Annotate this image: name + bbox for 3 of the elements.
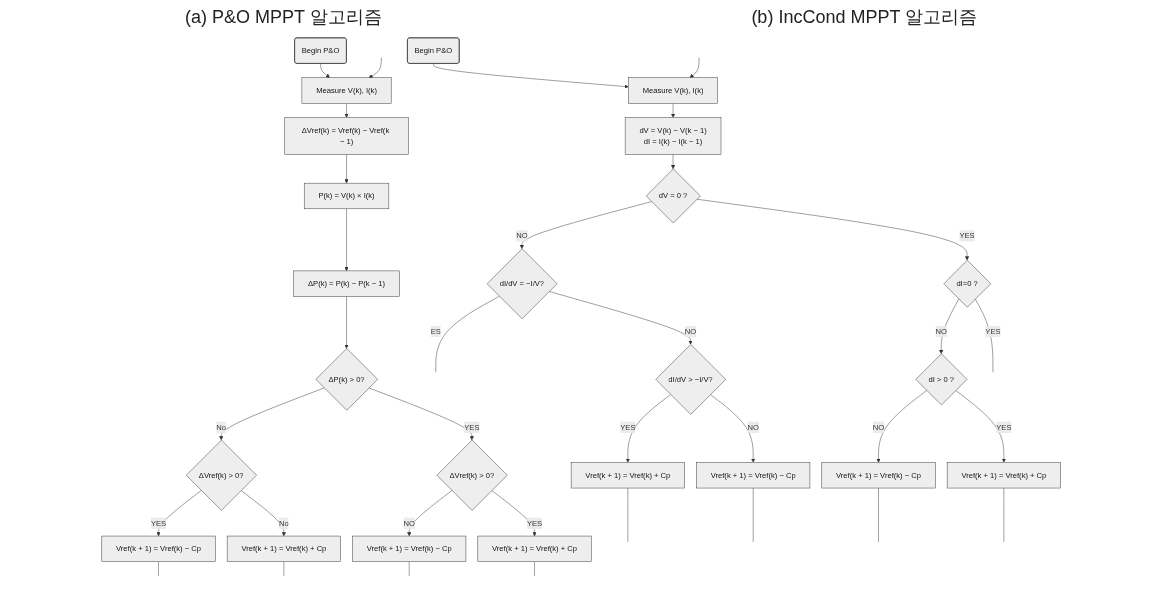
connector bbox=[878, 487, 879, 542]
panel-title: (a) P&O MPPT 알고리즘 bbox=[184, 6, 382, 29]
panel-title: (b) IncCond MPPT 알고리즘 bbox=[751, 6, 978, 29]
